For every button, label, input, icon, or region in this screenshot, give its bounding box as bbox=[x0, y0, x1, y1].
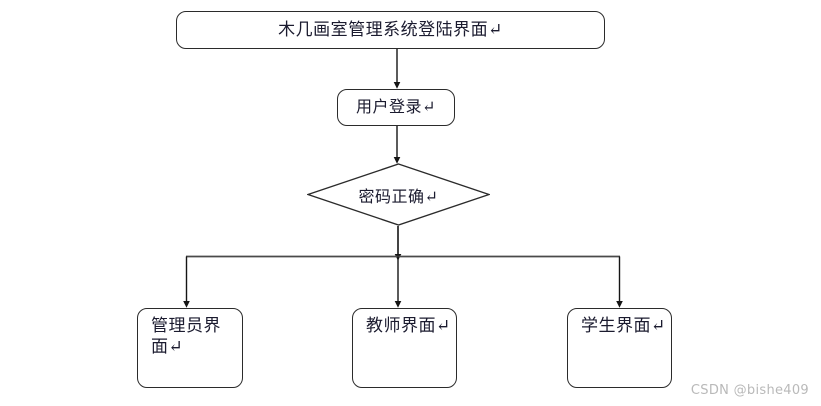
node-teacher-interface[interactable]: 教师界面↵ bbox=[352, 308, 457, 388]
diamond-shape-icon bbox=[307, 163, 490, 226]
node-title-label: 木几画室管理系统登陆界面↵ bbox=[278, 19, 503, 39]
watermark-text: CSDN @bishe409 bbox=[690, 383, 809, 398]
node-admin-interface[interactable]: 管理员界面↵ bbox=[137, 308, 243, 388]
node-student-interface[interactable]: 学生界面↵ bbox=[567, 308, 672, 388]
node-password-correct-decision[interactable]: 密码正确↵ bbox=[307, 163, 490, 226]
node-teacher-label: 教师界面↵ bbox=[366, 316, 451, 335]
node-user-login[interactable]: 用户登录↵ bbox=[337, 89, 455, 126]
node-decision-label: 密码正确↵ bbox=[358, 188, 439, 206]
node-student-label: 学生界面↵ bbox=[581, 316, 666, 335]
node-admin-label: 管理员界面↵ bbox=[151, 316, 221, 356]
node-system-title[interactable]: 木几画室管理系统登陆界面↵ bbox=[176, 11, 605, 49]
node-login-label: 用户登录↵ bbox=[356, 98, 436, 116]
